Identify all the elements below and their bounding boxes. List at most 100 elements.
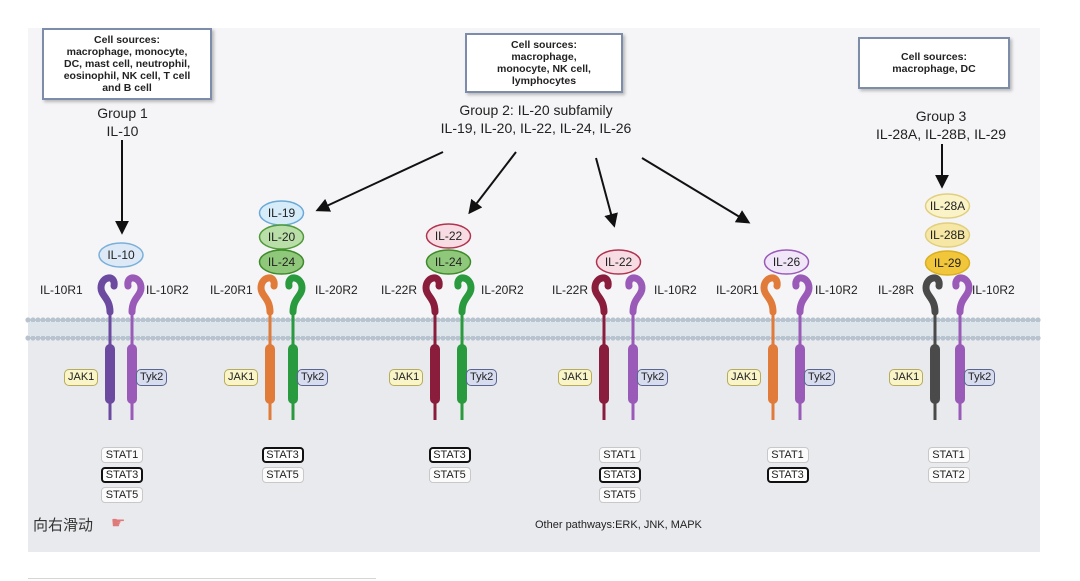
receptor-chain-right-intracellular-domain bbox=[457, 344, 467, 404]
membrane-head bbox=[710, 317, 716, 323]
receptor-chain-right-intracellular-domain bbox=[628, 344, 638, 404]
membrane-head bbox=[280, 317, 286, 323]
membrane-head bbox=[745, 317, 751, 323]
membrane-head bbox=[910, 335, 916, 341]
membrane-head bbox=[775, 317, 781, 323]
membrane-head bbox=[90, 335, 96, 341]
membrane-head bbox=[525, 335, 531, 341]
membrane-head bbox=[645, 317, 651, 323]
tyk2-chip: Tyk2 bbox=[964, 369, 996, 386]
membrane-head bbox=[230, 335, 236, 341]
membrane-head bbox=[205, 317, 211, 323]
swipe-hint[interactable]: 向右滑动 bbox=[33, 517, 94, 534]
group1-title: Group 1 IL-10 bbox=[97, 105, 148, 139]
membrane-head bbox=[385, 335, 391, 341]
membrane-head bbox=[475, 335, 481, 341]
group3-title: Group 3 IL-28A, IL-28B, IL-29 bbox=[876, 108, 1006, 142]
membrane-head bbox=[1005, 317, 1011, 323]
membrane-head bbox=[390, 317, 396, 323]
membrane-head bbox=[30, 335, 36, 341]
membrane-head bbox=[515, 335, 521, 341]
receptor-label-right: IL-10R2 bbox=[654, 283, 697, 297]
membrane-head bbox=[355, 317, 361, 323]
membrane-head bbox=[565, 335, 571, 341]
arrow bbox=[641, 157, 751, 224]
ligand-label: IL-24 bbox=[435, 255, 463, 269]
membrane-head bbox=[760, 317, 766, 323]
membrane-head bbox=[765, 317, 771, 323]
membrane-head bbox=[835, 317, 841, 323]
ligand-label: IL-19 bbox=[268, 206, 296, 220]
membrane-head bbox=[720, 317, 726, 323]
membrane-head bbox=[640, 317, 646, 323]
membrane-head bbox=[435, 335, 441, 341]
membrane-head bbox=[850, 335, 856, 341]
membrane-head bbox=[590, 335, 596, 341]
membrane-head bbox=[120, 335, 126, 341]
membrane-head bbox=[760, 335, 766, 341]
ligand-il-22 bbox=[595, 249, 642, 275]
membrane-head bbox=[100, 335, 106, 341]
membrane-head bbox=[780, 317, 786, 323]
membrane-head bbox=[245, 317, 251, 323]
membrane-head bbox=[835, 335, 841, 341]
membrane-head bbox=[25, 335, 31, 341]
membrane-head bbox=[880, 335, 886, 341]
membrane-head bbox=[710, 335, 716, 341]
membrane-head bbox=[545, 317, 551, 323]
membrane-head bbox=[750, 317, 756, 323]
membrane-head bbox=[925, 335, 931, 341]
membrane-head bbox=[960, 317, 966, 323]
membrane-head bbox=[570, 335, 576, 341]
membrane-head bbox=[530, 317, 536, 323]
membrane-head bbox=[545, 335, 551, 341]
membrane-head bbox=[1010, 335, 1016, 341]
membrane-head bbox=[500, 317, 506, 323]
receptor-chain-left-extracellular-domain bbox=[257, 274, 278, 316]
membrane-head bbox=[945, 335, 951, 341]
membrane-head bbox=[240, 317, 246, 323]
ligand-label: IL-22 bbox=[435, 229, 463, 243]
receptor-chain-right-intracellular-domain bbox=[955, 344, 965, 404]
membrane-head bbox=[505, 317, 511, 323]
membrane-head bbox=[450, 335, 456, 341]
membrane-head bbox=[540, 335, 546, 341]
jak1-chip: JAK1 bbox=[224, 369, 259, 386]
membrane-head bbox=[455, 335, 461, 341]
receptor-chain-right-extracellular-domain bbox=[285, 274, 306, 316]
membrane-head bbox=[990, 335, 996, 341]
membrane-head bbox=[425, 335, 431, 341]
membrane-head bbox=[635, 335, 641, 341]
stat-badge: STAT5 bbox=[598, 487, 641, 503]
divider bbox=[28, 578, 376, 579]
membrane-head bbox=[320, 317, 326, 323]
membrane-head bbox=[695, 317, 701, 323]
membrane-head bbox=[1000, 317, 1006, 323]
cell-sources-text: Cell sources: macrophage, monocyte, NK c… bbox=[497, 39, 591, 87]
membrane-head bbox=[210, 335, 216, 341]
membrane-head bbox=[925, 317, 931, 323]
membrane-head bbox=[270, 335, 276, 341]
membrane-head bbox=[310, 335, 316, 341]
membrane-head bbox=[495, 335, 501, 341]
jak1-chip: JAK1 bbox=[889, 369, 924, 386]
membrane-head bbox=[85, 335, 91, 341]
membrane-head bbox=[870, 317, 876, 323]
membrane-head bbox=[895, 335, 901, 341]
receptor-chain-left-extracellular-domain bbox=[97, 274, 118, 316]
receptor-chain-left-intracellular-domain bbox=[930, 344, 940, 404]
membrane-head bbox=[625, 335, 631, 341]
membrane-head bbox=[990, 317, 996, 323]
cell-sources-box-group1: Cell sources: macrophage, monocyte, DC, … bbox=[42, 28, 212, 100]
membrane-head bbox=[845, 317, 851, 323]
membrane-head bbox=[785, 335, 791, 341]
membrane-head bbox=[805, 335, 811, 341]
membrane-head bbox=[670, 335, 676, 341]
membrane-head bbox=[95, 335, 101, 341]
membrane-head bbox=[155, 317, 161, 323]
membrane-head bbox=[335, 335, 341, 341]
membrane-head bbox=[950, 317, 956, 323]
membrane-head bbox=[550, 335, 556, 341]
membrane-head bbox=[255, 317, 261, 323]
jak1-chip: JAK1 bbox=[558, 369, 593, 386]
